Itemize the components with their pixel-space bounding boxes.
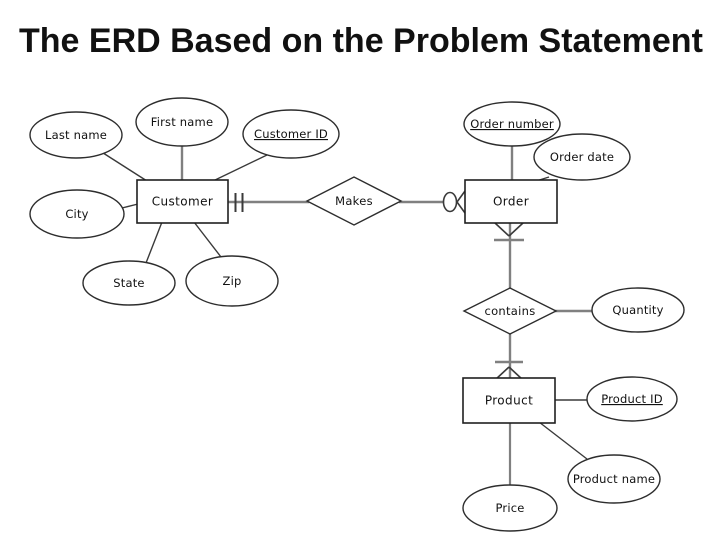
attribute-last-name-label: Last name	[45, 128, 107, 142]
attribute-city-shape	[29, 189, 125, 239]
cardinality-zero-circle-order	[442, 191, 458, 213]
attribute-quantity-shape	[591, 287, 685, 333]
attribute-product-name-shape	[567, 454, 661, 504]
entity-order-shape	[464, 179, 558, 224]
relationship-makes-shape	[305, 176, 403, 226]
attribute-quantity-label: Quantity	[612, 303, 663, 317]
attribute-city-label: City	[65, 207, 88, 221]
attribute-product-id-label: Product ID	[601, 392, 663, 406]
attribute-price-shape	[462, 484, 558, 532]
entity-product-shape	[462, 377, 556, 424]
relationship-contains-label: contains	[484, 304, 535, 318]
connector-customer-last-name	[99, 150, 148, 182]
relationship-makes-label: Makes	[335, 194, 373, 208]
connector-customer-state	[145, 221, 163, 264]
entity-customer-shape	[136, 179, 229, 224]
connector-customer-zip	[193, 221, 222, 258]
attribute-zip-label: Zip	[223, 274, 242, 288]
attribute-order-date-shape	[533, 133, 631, 181]
connector-customer-city	[121, 203, 139, 209]
attribute-product-name-label: Product name	[573, 472, 655, 486]
entity-product-label: Product	[485, 394, 533, 408]
cardinality-crow-foot-order-left-b	[456, 201, 466, 214]
attribute-customer-id-shape	[242, 109, 340, 159]
cardinality-crow-foot-order-bottom-b	[508, 222, 524, 237]
relationship-contains-shape	[462, 287, 558, 335]
entity-order-label: Order	[493, 195, 529, 209]
attribute-price-label: Price	[495, 501, 524, 515]
connector-customer-customer-id	[212, 154, 268, 182]
attribute-zip-shape	[185, 255, 279, 307]
attribute-order-date-label: Order date	[550, 150, 614, 164]
attribute-product-id-shape	[586, 376, 678, 422]
attribute-customer-id-label: Customer ID	[254, 127, 328, 141]
attribute-state-label: State	[113, 276, 144, 290]
attribute-last-name-shape	[29, 111, 123, 159]
connector-product-product-name	[538, 421, 588, 460]
attribute-state-shape	[82, 260, 176, 306]
cardinality-crow-foot-order-bottom-a	[494, 222, 510, 237]
attribute-first-name-shape	[135, 97, 229, 147]
attribute-order-number-label: Order number	[470, 117, 554, 131]
cardinality-crow-foot-order-left-a	[456, 190, 466, 203]
attribute-order-number-shape	[463, 101, 561, 147]
attribute-first-name-label: First name	[151, 115, 213, 129]
entity-customer-label: Customer	[152, 195, 214, 209]
slide-title: The ERD Based on the Problem Statement	[19, 22, 703, 60]
